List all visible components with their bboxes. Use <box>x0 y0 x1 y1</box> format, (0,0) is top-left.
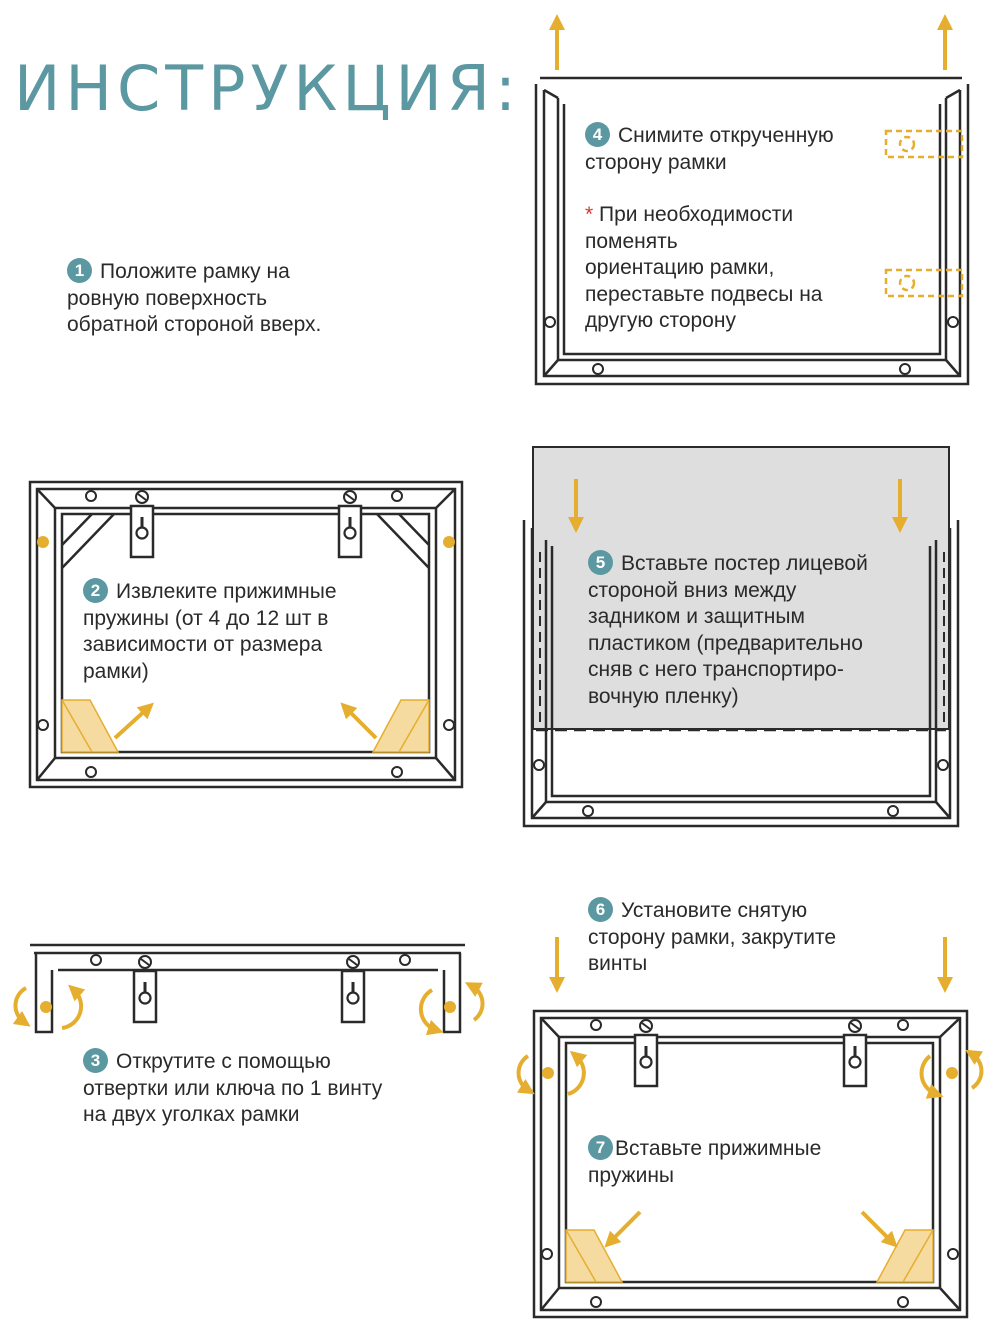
note-star: * <box>585 203 594 226</box>
rotate-arrow-icon <box>516 1054 535 1095</box>
step-5-line: стороной вниз между <box>588 578 797 602</box>
step-6-line: винты <box>588 952 648 975</box>
spring-clip-icon <box>61 699 120 753</box>
step-number-badge: 5 <box>588 550 613 575</box>
step-number-badge: 2 <box>83 578 108 603</box>
rotate-arrow-icon <box>919 1054 944 1099</box>
spring-clip-icon <box>371 699 430 753</box>
arrow-icon <box>860 1210 898 1248</box>
step-6-line: сторону рамки, закрутите <box>588 925 837 949</box>
arrow-icon <box>604 1210 642 1248</box>
step-3-line: на двух уголках рамки <box>83 1103 300 1126</box>
step-4-note-line: другую сторону <box>585 309 736 332</box>
rotate-arrow-icon <box>464 982 485 1022</box>
step-number-badge: 3 <box>83 1048 108 1073</box>
screw-icon <box>443 719 455 731</box>
step-number-badge: 1 <box>67 258 92 283</box>
frame-step-5 <box>522 446 960 828</box>
step-number-badge: 7 <box>588 1135 613 1160</box>
step-1-line: обратной стороной вверх. <box>67 313 322 336</box>
step-4-note-line: * При необходимости <box>585 203 794 226</box>
screw-icon <box>391 490 403 502</box>
frame-step-7 <box>532 1009 969 1319</box>
step-4-line: сторону рамки <box>585 150 727 174</box>
frame-step-7-details <box>516 937 984 1308</box>
step-3-line: отвертки или ключа по 1 винту <box>83 1076 383 1100</box>
hanger-icon <box>633 1018 659 1088</box>
rotate-arrow-icon <box>12 986 31 1027</box>
hanger-icon <box>884 129 964 159</box>
screw-icon <box>37 719 49 731</box>
step-4-note-line: переставьте подвесы на <box>585 282 823 306</box>
hanger-icon <box>132 954 158 1024</box>
rotate-arrow-icon <box>567 1050 588 1096</box>
rotate-arrow-icon <box>418 988 444 1036</box>
step-5-line: задником и защитным <box>588 605 805 628</box>
frame-step-4-details <box>544 14 964 375</box>
step-2-line: рамки) <box>83 659 149 683</box>
hanger-icon <box>337 489 363 559</box>
hanger-icon <box>842 1018 868 1088</box>
arrow-icon <box>113 702 154 740</box>
page-title: ИНСТРУКЦИЯ: <box>14 52 521 125</box>
frame-step-2-details <box>37 489 455 778</box>
screw-icon <box>85 490 97 502</box>
frame-step-4 <box>534 76 970 386</box>
step-1-line: ровную поверхность <box>67 286 268 310</box>
frame-step-3-details <box>12 954 485 1036</box>
frame-step-2 <box>28 480 464 789</box>
step-number-badge: 6 <box>588 897 613 922</box>
screw-icon <box>391 766 403 778</box>
arrow-icon <box>340 702 378 740</box>
step-5-line: сняв с него транспортиро- <box>588 658 844 681</box>
step-7-line: пружины <box>588 1163 675 1187</box>
hanger-icon <box>884 268 964 298</box>
step-5-line: вочную пленку) <box>588 684 739 708</box>
step-2-line: пружины (от 4 до 12 шт в <box>83 606 329 630</box>
frame-step-3 <box>30 943 465 1034</box>
step-4-note-line: поменять <box>585 229 678 253</box>
step-2-line: зависимости от размера <box>83 633 323 656</box>
spring-clip-icon <box>875 1229 934 1283</box>
step-5-line: пластиком (предварительно <box>588 631 863 655</box>
screw-icon <box>85 766 97 778</box>
step-4-note-line: ориентацию рамки, <box>585 256 775 279</box>
hanger-icon <box>129 489 155 559</box>
rotate-arrow-icon <box>965 1049 984 1090</box>
step-number-badge: 4 <box>585 122 610 147</box>
spring-clip-icon <box>565 1229 624 1283</box>
rotate-arrow-icon <box>61 984 86 1030</box>
hanger-icon <box>340 954 366 1024</box>
